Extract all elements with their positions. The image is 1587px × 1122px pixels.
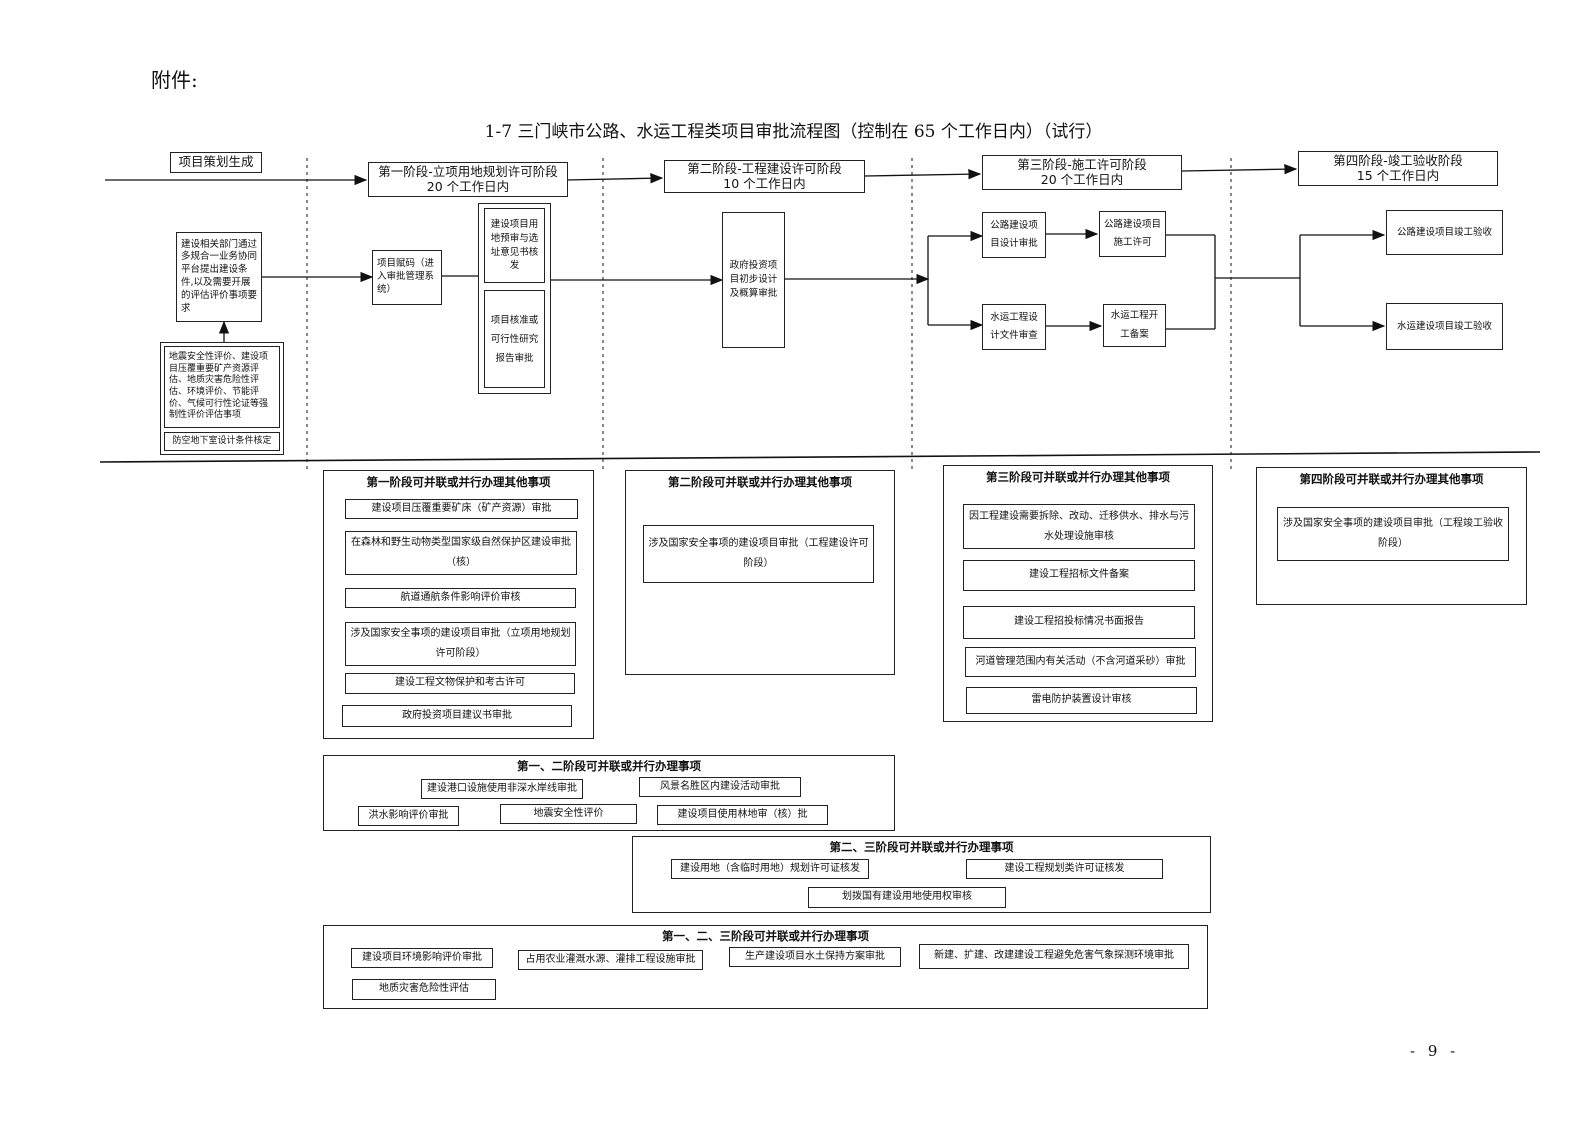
stage23-parallel-title: 第二、三阶段可并联或并行办理事项 bbox=[829, 840, 1014, 854]
stage1-parallel-item: 建设工程文物保护和考古许可 bbox=[345, 673, 575, 694]
stage3-parallel-title: 第三阶段可并联或并行办理其他事项 bbox=[986, 470, 1170, 484]
stage4-days: 15 个工作日内 bbox=[1356, 167, 1440, 183]
stage2-box: 第二阶段-工程建设许可阶段 10 个工作日内 bbox=[664, 160, 865, 193]
stage1-name: 第一阶段-立项用地规划许可阶段 bbox=[378, 164, 558, 180]
stage2-parallel-item: 涉及国家安全事项的建设项目审批（工程建设许可阶段） bbox=[643, 525, 874, 583]
stage3-parallel-item: 建设工程招投标情况书面报告 bbox=[963, 606, 1195, 639]
stage2-name: 第二阶段-工程建设许可阶段 bbox=[687, 161, 842, 177]
stage3-parallel-item: 河道管理范围内有关活动（不含河道采砂）审批 bbox=[965, 647, 1196, 677]
page-number: - 9 - bbox=[1410, 1042, 1460, 1060]
civil-defense-box: 防空地下室设计条件核定 bbox=[164, 432, 280, 451]
stage3-days: 20 个工作日内 bbox=[1040, 171, 1124, 187]
site-opinion-box: 建设项目用地预审与选址意见书核发 bbox=[484, 208, 545, 283]
stage1-parallel-item: 政府投资项目建议书审批 bbox=[342, 705, 572, 727]
stage4-name: 第四阶段-竣工验收阶段 bbox=[1333, 153, 1463, 169]
stage23-parallel-group: 第二、三阶段可并联或并行办理事项 bbox=[632, 836, 1211, 913]
stage1-box: 第一阶段-立项用地规划许可阶段 20 个工作日内 bbox=[368, 162, 568, 197]
gov-design-box: 政府投资项目初步设计及概算审批 bbox=[722, 212, 785, 348]
stage12-parallel-item: 建设项目使用林地审（核）批 bbox=[657, 805, 828, 825]
stage3-name: 第三阶段-施工许可阶段 bbox=[1017, 157, 1147, 173]
stage1-parallel-group: 第一阶段可并联或并行办理其他事项 bbox=[323, 470, 594, 739]
stage23-parallel-item: 建设工程规划类许可证核发 bbox=[966, 859, 1163, 879]
stage-planning-label: 项目策划生成 bbox=[178, 154, 254, 170]
road-accept-box: 公路建设项目竣工验收 bbox=[1386, 210, 1503, 255]
stage4-parallel-item: 涉及国家安全事项的建设项目审批（工程竣工验收阶段） bbox=[1277, 507, 1509, 561]
road-design-box: 公路建设项目设计审批 bbox=[982, 212, 1046, 258]
stage1-parallel-item: 涉及国家安全事项的建设项目审批（立项用地规划许可阶段） bbox=[345, 622, 576, 666]
stage1-approval-group bbox=[478, 203, 551, 394]
stage3-parallel-item: 雷电防护装置设计审核 bbox=[966, 687, 1197, 714]
stage12-parallel-item: 建设港口设施使用非深水岸线审批 bbox=[421, 779, 583, 799]
stage1-parallel-item: 航道通航条件影响评价审核 bbox=[345, 588, 576, 608]
planning-assess-box: 地震安全性评价、建设项目压覆重要矿产资源评估、地质灾害危险性评估、环境评价、节能… bbox=[164, 346, 280, 428]
stage12-parallel-item: 风景名胜区内建设活动审批 bbox=[639, 777, 801, 797]
stage4-parallel-title: 第四阶段可并联或并行办理其他事项 bbox=[1299, 472, 1484, 486]
stage3-parallel-item: 建设工程招标文件备案 bbox=[963, 560, 1195, 591]
project-code-box: 项目赋码（进入审批管理系统） bbox=[372, 250, 442, 305]
stage4-parallel-group: 第四阶段可并联或并行办理其他事项 bbox=[1256, 467, 1527, 605]
stage23-parallel-item: 建设用地（含临时用地）规划许可证核发 bbox=[671, 859, 869, 879]
stage2-parallel-title: 第二阶段可并联或并行办理其他事项 bbox=[668, 475, 852, 489]
stage1-parallel-item: 在森林和野生动物类型国家级自然保护区建设审批（核） bbox=[345, 531, 577, 575]
road-permit-box: 公路建设项目施工许可 bbox=[1099, 211, 1166, 257]
stage123-parallel-item: 新建、扩建、改建建设工程避免危害气象探测环境审批 bbox=[919, 944, 1189, 969]
stage2-days: 10 个工作日内 bbox=[723, 175, 806, 191]
stage1-parallel-item: 建设项目压覆重要矿床（矿产资源）审批 bbox=[345, 499, 578, 519]
stage12-parallel-title: 第一、二阶段可并联或并行办理事项 bbox=[517, 759, 701, 773]
stage123-parallel-item: 地质灾害危险性评估 bbox=[352, 979, 496, 1000]
water-start-box: 水运工程开工备案 bbox=[1103, 304, 1166, 347]
stage4-box: 第四阶段-竣工验收阶段 15 个工作日内 bbox=[1298, 151, 1498, 186]
planning-assess-group bbox=[160, 342, 284, 455]
feasibility-box: 项目核准或可行性研究报告审批 bbox=[484, 290, 545, 388]
stage123-parallel-item: 生产建设项目水土保持方案审批 bbox=[729, 947, 901, 967]
stage12-parallel-item: 洪水影响评价审批 bbox=[358, 806, 459, 826]
stage12-parallel-group: 第一、二阶段可并联或并行办理事项 bbox=[323, 755, 895, 831]
diagram-title: 1-7 三门峡市公路、水运工程类项目审批流程图（控制在 65 个工作日内）（试行… bbox=[484, 122, 1103, 142]
water-design-box: 水运工程设计文件审查 bbox=[982, 304, 1046, 350]
stage3-box: 第三阶段-施工许可阶段 20 个工作日内 bbox=[982, 155, 1182, 190]
attachment-label: 附件: bbox=[151, 68, 198, 92]
stage123-parallel-title: 第一、二、三阶段可并联或并行办理事项 bbox=[662, 929, 869, 943]
stage-planning-box: 项目策划生成 bbox=[170, 152, 262, 173]
stage123-parallel-group: 第一、二、三阶段可并联或并行办理事项 bbox=[323, 925, 1208, 1009]
stage23-parallel-item: 划拨国有建设用地使用权审核 bbox=[808, 887, 1006, 908]
stage123-parallel-item: 占用农业灌溉水源、灌排工程设施审批 bbox=[518, 950, 703, 970]
stage12-parallel-item: 地震安全性评价 bbox=[500, 804, 637, 824]
planning-main-box: 建设相关部门通过多规合一业务协同平台提出建设条件,以及需要开展的评估评价事项要求 bbox=[176, 232, 262, 322]
stage3-parallel-group: 第三阶段可并联或并行办理其他事项 bbox=[943, 465, 1213, 722]
stage123-parallel-item: 建设项目环境影响评价审批 bbox=[351, 948, 493, 968]
water-accept-box: 水运建设项目竣工验收 bbox=[1386, 303, 1503, 350]
stage1-days: 20 个工作日内 bbox=[426, 178, 510, 194]
stage1-parallel-title: 第一阶段可并联或并行办理其他事项 bbox=[366, 475, 551, 489]
stage2-parallel-group: 第二阶段可并联或并行办理其他事项 bbox=[625, 470, 895, 675]
stage3-parallel-item: 因工程建设需要拆除、改动、迁移供水、排水与污水处理设施审核 bbox=[963, 504, 1195, 549]
